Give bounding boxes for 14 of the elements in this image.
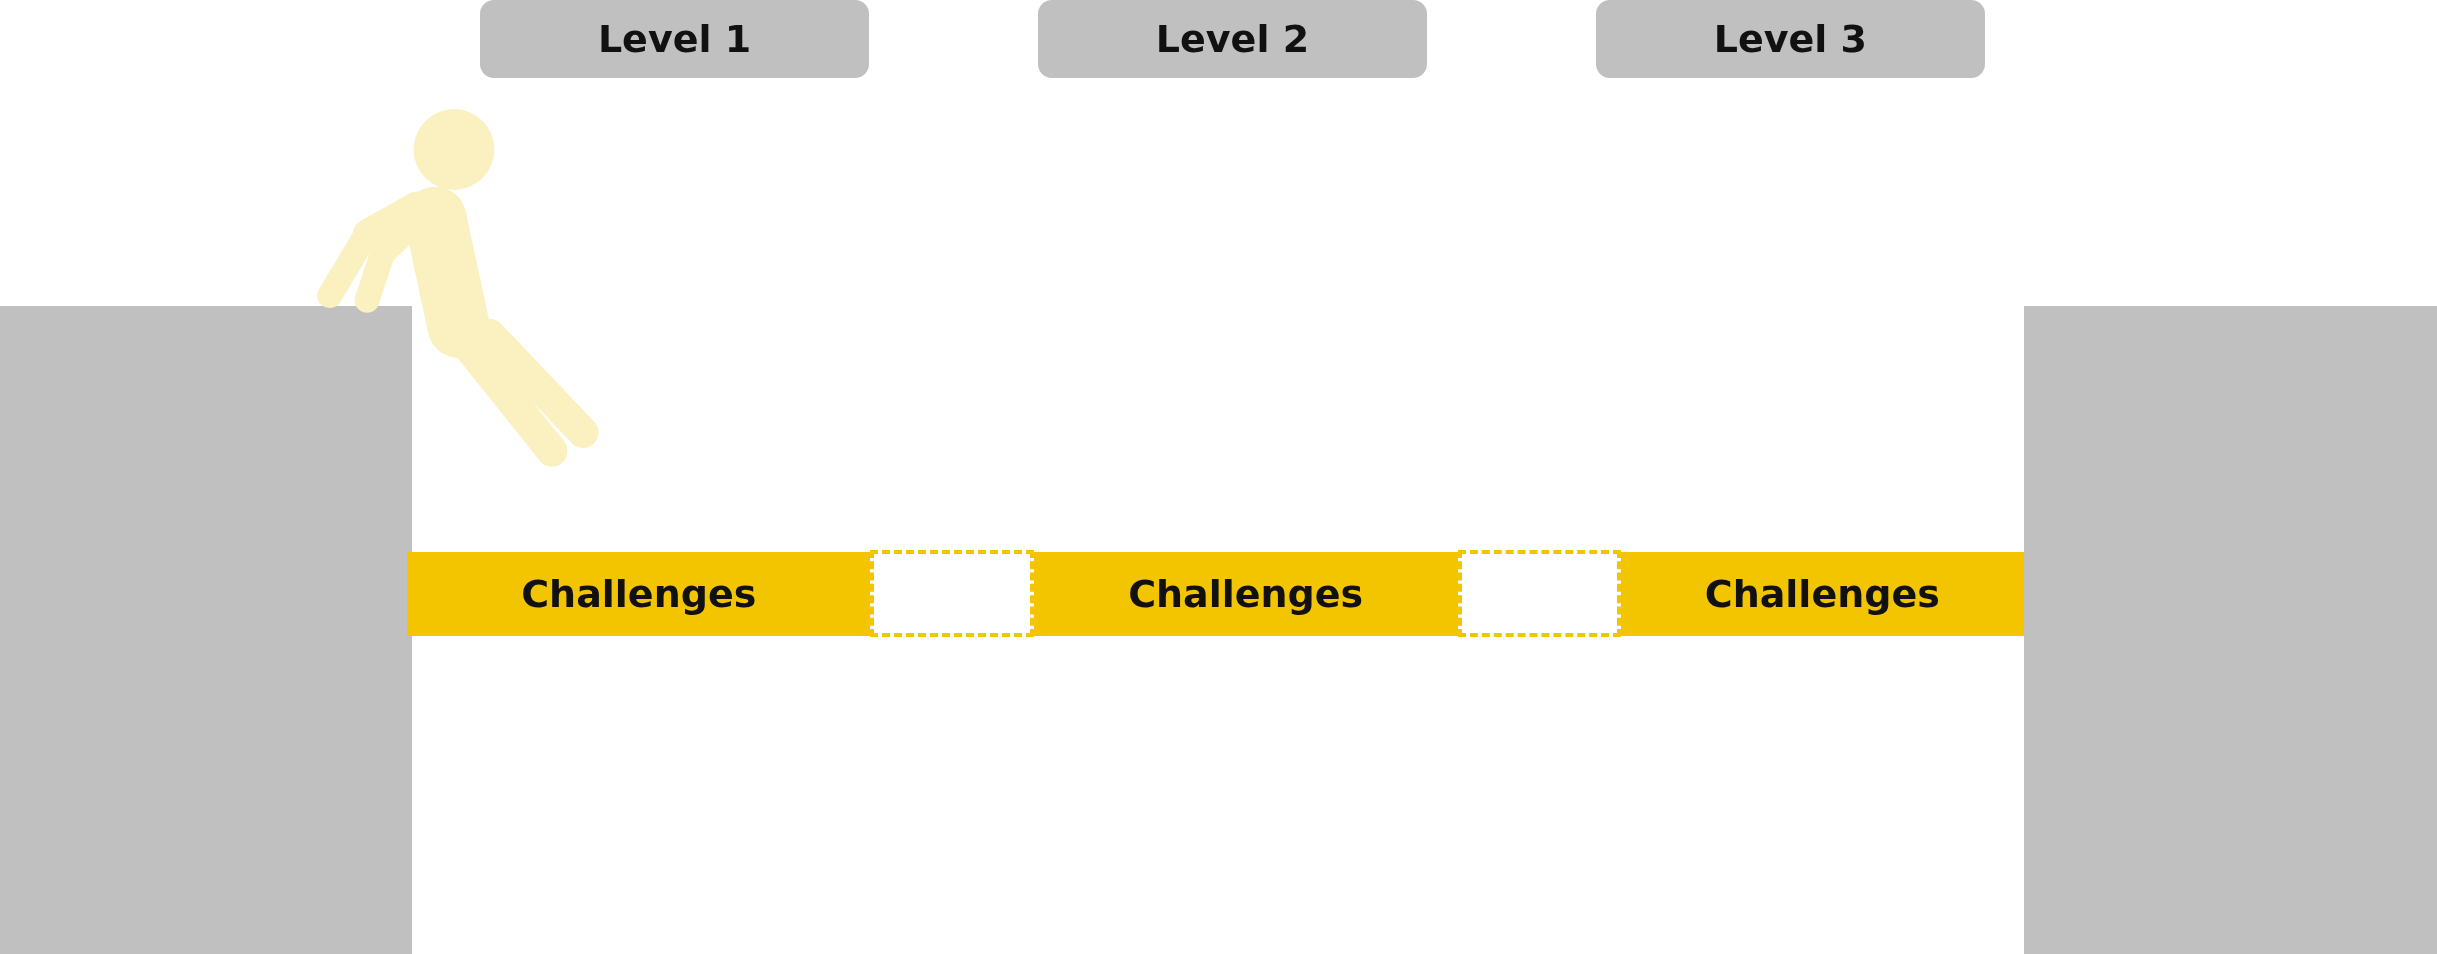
level-tab — [1038, 0, 1427, 78]
cliff — [2023, 306, 2437, 954]
plank-label: Challenges — [1128, 571, 1364, 616]
challenge-plank — [1033, 551, 1458, 636]
challenge-plank — [1621, 551, 2024, 636]
level-tab — [1596, 0, 1985, 78]
plank-label: Challenges — [521, 571, 757, 616]
level-label: Level 1 — [597, 16, 752, 61]
level-tab — [480, 0, 869, 78]
cliff — [0, 306, 412, 954]
plank-label: Challenges — [1704, 571, 1940, 616]
level-label: Level 2 — [1155, 16, 1310, 61]
level-label: Level 3 — [1713, 16, 1868, 61]
challenge-plank — [407, 551, 871, 636]
